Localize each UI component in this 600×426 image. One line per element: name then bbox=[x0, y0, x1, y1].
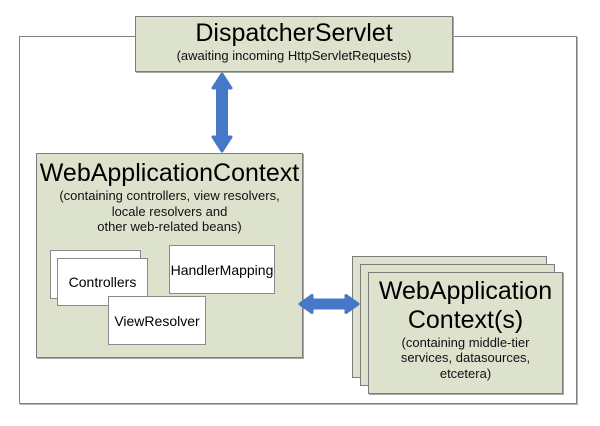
web-application-context-subtitle-line-1: (containing controllers, view resolvers, bbox=[59, 187, 280, 203]
dispatcher-servlet-box: DispatcherServlet (awaiting incoming Htt… bbox=[135, 16, 453, 72]
web-application-context-subtitle-line-2: locale resolvers and bbox=[111, 203, 228, 219]
controllers-label: Controllers bbox=[68, 274, 137, 290]
view-resolver-label: ViewResolver bbox=[114, 312, 200, 329]
root-context-subtitle-line-2: services, datasources, bbox=[400, 350, 531, 366]
root-context-box: WebApplication Context(s) (containing mi… bbox=[368, 272, 563, 394]
web-application-context-box: WebApplicationContext (containing contro… bbox=[36, 153, 303, 358]
dispatcher-servlet-subtitle: (awaiting incoming HttpServletRequests) bbox=[176, 47, 412, 63]
root-context-title-line-2: Context(s) bbox=[407, 305, 524, 334]
root-context-subtitle-line-3: etcetera) bbox=[439, 366, 492, 382]
web-application-context-title: WebApplicationContext bbox=[39, 159, 300, 187]
handler-mapping-box: HandlerMapping bbox=[169, 245, 275, 294]
dispatcher-servlet-title: DispatcherServlet bbox=[195, 19, 393, 47]
handler-mapping-label: HandlerMapping bbox=[170, 261, 274, 278]
web-application-context-subtitle-line-3: other web-related beans) bbox=[97, 219, 242, 235]
root-context-subtitle-line-1: (containing middle-tier bbox=[401, 334, 530, 350]
root-context-title-line-1: WebApplication bbox=[378, 277, 553, 305]
view-resolver-box: ViewResolver bbox=[108, 296, 206, 345]
